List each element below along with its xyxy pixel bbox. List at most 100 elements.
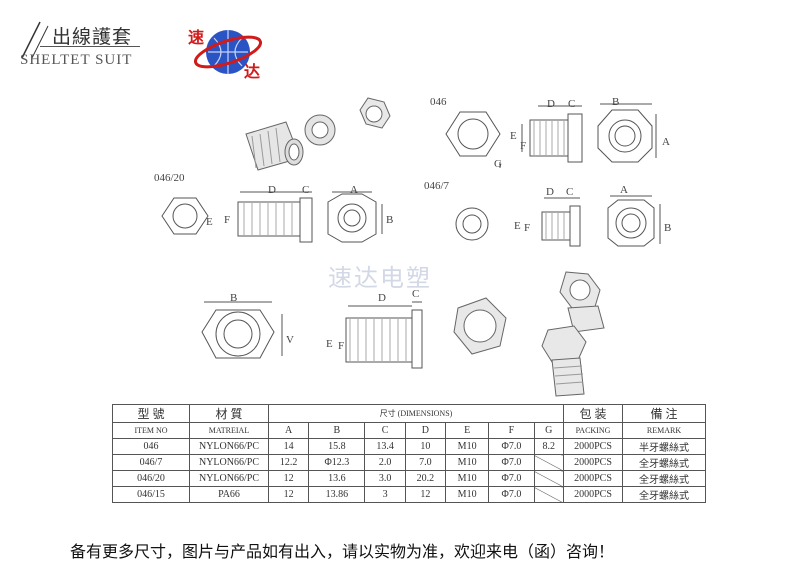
- drawing-label-046-7: 046/7: [424, 180, 450, 192]
- dim-b-046-7: B: [664, 222, 672, 234]
- cell-material: NYLON66/PC: [189, 470, 269, 487]
- dim-d-046-15: D: [378, 292, 386, 304]
- dim-b-046-20: B: [386, 214, 394, 226]
- table-row: 046/7 NYLON66/PC 12.2 Φ12.3 2.0 7.0 M10 …: [112, 454, 706, 471]
- logo-char-top: 速: [188, 28, 205, 47]
- cell-c: 3.0: [364, 470, 406, 487]
- company-logo: 速 达: [186, 20, 266, 82]
- dim-e-046-20: E: [206, 216, 213, 228]
- header-model-cn: 型 號: [112, 404, 190, 423]
- header-dim-f: F: [488, 422, 535, 439]
- table-row: 046 NYLON66/PC 14 15.8 13.4 10 M10 Φ7.0 …: [112, 438, 706, 455]
- dim-g-046: G: [494, 158, 502, 170]
- product-photo-group-top: [245, 97, 391, 171]
- dim-f-046-15: F: [338, 340, 345, 352]
- cell-material: NYLON66/PC: [189, 438, 269, 455]
- cell-e: M10: [444, 438, 490, 455]
- dim-b-046-15: B: [230, 292, 238, 304]
- dim-a-046-20: A: [350, 184, 358, 196]
- dim-c-046-15: C: [412, 288, 420, 300]
- table-row: 046/15 PA66 12 13.86 3 12 M10 Φ7.0 2000P…: [112, 486, 706, 503]
- cell-g: 8.2: [533, 438, 565, 455]
- cell-material: PA66: [189, 486, 269, 503]
- cell-packing: 2000PCS: [563, 470, 623, 487]
- logo-char-bottom: 达: [244, 62, 261, 81]
- page-subtitle: SHELTET SUIT: [20, 52, 133, 68]
- dim-v-046-15: V: [286, 334, 294, 346]
- dim-e-046-7: E: [514, 220, 521, 232]
- cell-a: 12: [267, 486, 310, 503]
- cell-packing: 2000PCS: [563, 486, 623, 503]
- cell-remark: 半牙螺絲式: [622, 438, 706, 455]
- spec-table: 型 號 材 質 尺寸 (DIMENSIONS) 包 装 備 注 ITEM NO …: [112, 404, 706, 503]
- cell-b: 13.86: [308, 486, 366, 503]
- header-size: 尺寸 (DIMENSIONS): [268, 404, 564, 423]
- cell-f: Φ7.0: [488, 454, 535, 471]
- cell-d: 20.2: [404, 470, 446, 487]
- dim-c-046: C: [568, 98, 576, 110]
- footer-note: 备有更多尺寸，图片与产品如有出入，请以实物为准，欢迎来电（函）咨询！: [70, 542, 615, 561]
- cell-f: Φ7.0: [488, 486, 535, 503]
- cell-a: 14: [267, 438, 310, 455]
- header-pack-cn: 包 装: [563, 404, 623, 423]
- cell-packing: 2000PCS: [563, 438, 623, 455]
- product-photo-group-right: [453, 271, 605, 397]
- header-dim-d: D: [404, 422, 446, 439]
- cell-g-empty: [533, 486, 565, 503]
- cell-remark: 全牙螺絲式: [622, 470, 706, 487]
- cell-e: M10: [444, 454, 490, 471]
- cell-material: NYLON66/PC: [189, 454, 269, 471]
- dim-a-046-7: A: [620, 184, 628, 196]
- page-title: 出線護套: [52, 26, 133, 48]
- cell-c: 3: [364, 486, 406, 503]
- cell-e: M10: [444, 486, 490, 503]
- table-subheader-row: ITEM NO MATREIAL A B C D E F G PACKING R…: [112, 422, 706, 439]
- drawing-046: [445, 103, 657, 168]
- drawing-046-20: [161, 191, 383, 243]
- cell-remark: 全牙螺絲式: [622, 454, 706, 471]
- dim-d-046: D: [547, 98, 555, 110]
- dim-c-046-7: C: [566, 186, 574, 198]
- drawing-046-15: [201, 301, 423, 369]
- table-header-row: 型 號 材 質 尺寸 (DIMENSIONS) 包 装 備 注: [112, 404, 706, 423]
- drawing-046-7: [455, 195, 661, 247]
- header-remark-en: REMARK: [622, 422, 706, 439]
- drawing-label-046: 046: [430, 96, 447, 108]
- header-dim-g: G: [533, 422, 565, 439]
- header-dim-a: A: [267, 422, 310, 439]
- cell-b: 13.6: [308, 470, 366, 487]
- cell-packing: 2000PCS: [563, 454, 623, 471]
- table-row: 046/20 NYLON66/PC 12 13.6 3.0 20.2 M10 Φ…: [112, 470, 706, 487]
- cell-b: 15.8: [308, 438, 366, 455]
- header-material-cn: 材 質: [189, 404, 269, 423]
- dim-f-046-20: F: [224, 214, 231, 226]
- cell-item: 046/7: [112, 454, 190, 471]
- dim-d-046-20: D: [268, 184, 276, 196]
- cell-d: 7.0: [404, 454, 446, 471]
- header-model-en: ITEM NO: [112, 422, 190, 439]
- cell-item: 046/15: [112, 486, 190, 503]
- cell-e: M10: [444, 470, 490, 487]
- dim-d-046-7: D: [546, 186, 554, 198]
- header-material-en: MATREIAL: [189, 422, 269, 439]
- cell-d: 10: [404, 438, 446, 455]
- cell-g-empty: [533, 470, 565, 487]
- cell-g-empty: [533, 454, 565, 471]
- cell-c: 2.0: [364, 454, 406, 471]
- header-underline: [40, 46, 140, 47]
- drawing-label-046-20: 046/20: [154, 172, 185, 184]
- cell-remark: 全牙螺絲式: [622, 486, 706, 503]
- cell-a: 12.2: [267, 454, 310, 471]
- cell-f: Φ7.0: [488, 470, 535, 487]
- cell-item: 046/20: [112, 470, 190, 487]
- header-remark-cn: 備 注: [622, 404, 706, 423]
- dim-f-046-7: F: [524, 222, 531, 234]
- watermark: 速达电塑: [328, 264, 432, 292]
- cell-b: Φ12.3: [308, 454, 366, 471]
- header-dim-b: B: [308, 422, 366, 439]
- header-slash-decor: [21, 21, 49, 59]
- dim-c-046-20: C: [302, 184, 310, 196]
- dim-b-046: B: [612, 96, 620, 108]
- dim-e-046-15: E: [326, 338, 333, 350]
- cell-f: Φ7.0: [488, 438, 535, 455]
